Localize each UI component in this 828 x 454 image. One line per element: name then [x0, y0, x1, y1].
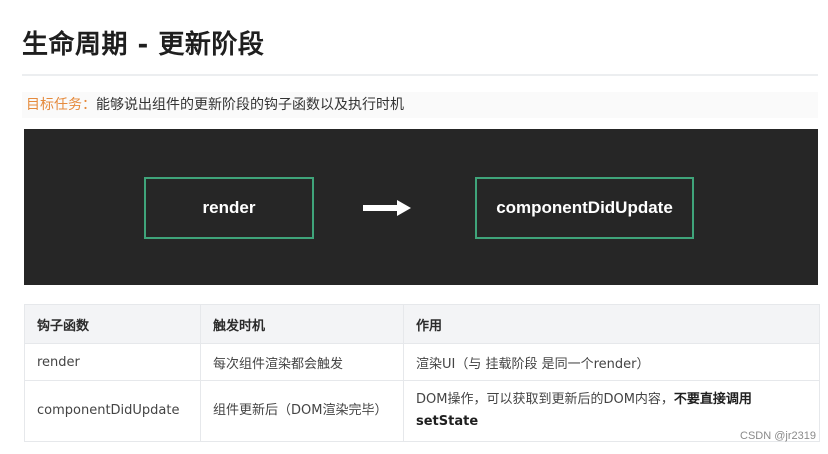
- cell-effect-warning: 不要直接调用setState: [416, 392, 752, 429]
- table-row: componentDidUpdate 组件更新后（DOM渲染完毕） DOM操作，…: [24, 380, 820, 442]
- render-box: render: [144, 177, 314, 239]
- hooks-table: 钩子函数 触发时机 作用 render 每次组件渲染都会触发 渲染UI（与 挂载…: [24, 304, 820, 442]
- table-row: render 每次组件渲染都会触发 渲染UI（与 挂载阶段 是同一个render…: [24, 343, 820, 381]
- page-title: 生命周期 - 更新阶段: [22, 30, 265, 60]
- header-hook: 钩子函数: [24, 304, 201, 344]
- header-effect: 作用: [403, 304, 820, 344]
- task-label: 目标任务：: [26, 97, 96, 113]
- render-box-label: render: [202, 198, 256, 217]
- task-text: 能够说出组件的更新阶段的钩子函数以及执行时机: [96, 97, 404, 113]
- cell-effect: DOM操作，可以获取到更新后的DOM内容，不要直接调用setState: [403, 380, 820, 442]
- lifecycle-diagram: render componentDidUpdate: [24, 129, 818, 285]
- cell-hook: render: [24, 343, 201, 381]
- cell-trigger: 每次组件渲染都会触发: [200, 343, 404, 381]
- header-trigger: 触发时机: [200, 304, 404, 344]
- cell-hook: componentDidUpdate: [24, 380, 201, 442]
- watermark: CSDN @jr2319: [740, 430, 816, 442]
- right-arrow-icon: [363, 200, 411, 216]
- component-did-update-box: componentDidUpdate: [475, 177, 694, 239]
- table-header-row: 钩子函数 触发时机 作用: [24, 304, 820, 344]
- component-did-update-box-label: componentDidUpdate: [496, 198, 673, 217]
- cell-effect: 渲染UI（与 挂载阶段 是同一个render）: [403, 343, 820, 381]
- cell-effect-text: DOM操作，可以获取到更新后的DOM内容，: [416, 392, 674, 407]
- cell-trigger: 组件更新后（DOM渲染完毕）: [200, 380, 404, 442]
- task-banner: 目标任务：能够说出组件的更新阶段的钩子函数以及执行时机: [22, 92, 818, 118]
- title-divider: [22, 74, 818, 76]
